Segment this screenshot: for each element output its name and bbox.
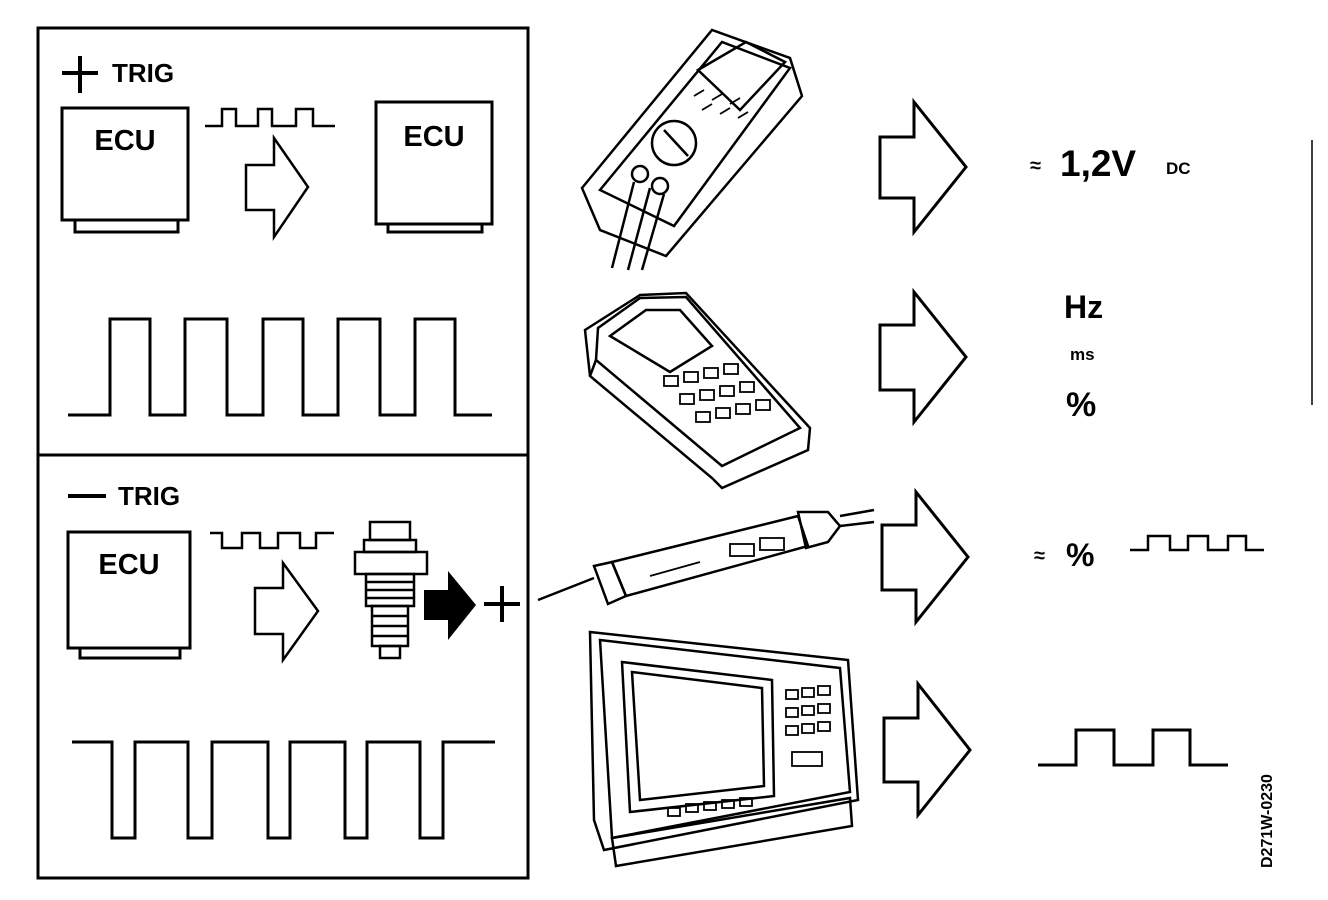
ecu-right-label: ECU (403, 121, 464, 153)
oscilloscope-icon (588, 630, 860, 868)
ref-code: D271W-0230 (1259, 774, 1276, 868)
output-arrow-4 (882, 679, 972, 820)
fuel-injector-icon (353, 520, 429, 660)
probe-square-wave (1130, 534, 1264, 552)
plus-sign-icon (62, 56, 98, 93)
ecu-box-bottom (66, 530, 192, 660)
ecu-box-left (60, 106, 190, 234)
logic-probe-icon (537, 508, 875, 606)
ecu-left-label: ECU (94, 125, 155, 157)
output-arrow-1 (878, 97, 968, 237)
output-arrow-2 (878, 287, 968, 427)
ecu-box-right (374, 100, 494, 234)
scope-square-wave (1038, 728, 1228, 767)
solid-arrow-icon (424, 571, 476, 640)
arrow-right-icon (244, 134, 310, 242)
ecu-bottom-label: ECU (98, 549, 159, 581)
arrow-right-icon-2 (253, 559, 320, 664)
small-square-wave-neg (210, 531, 334, 550)
voltage-unit: DC (1166, 159, 1191, 178)
small-square-wave (205, 107, 335, 128)
percent-label: % (1066, 386, 1096, 424)
probe-percent-label: % (1066, 537, 1094, 573)
pos-trig-label: TRIG (112, 58, 174, 88)
output-arrow-3 (880, 487, 970, 627)
approx-sign-1: ≈ (1030, 155, 1041, 177)
multimeter-icon (580, 28, 804, 271)
ms-label: ms (1070, 345, 1095, 364)
negative-trigger-waveform (72, 740, 495, 840)
positive-trigger-waveform (68, 317, 492, 417)
neg-trig-label: TRIG (118, 481, 180, 511)
trig-frame (36, 26, 530, 880)
hz-label: Hz (1064, 289, 1103, 325)
plus-sign-icon-2 (484, 586, 520, 622)
approx-sign-2: ≈ (1034, 545, 1045, 567)
handheld-tester-icon (583, 291, 812, 490)
voltage-value: 1,2V (1060, 143, 1136, 184)
